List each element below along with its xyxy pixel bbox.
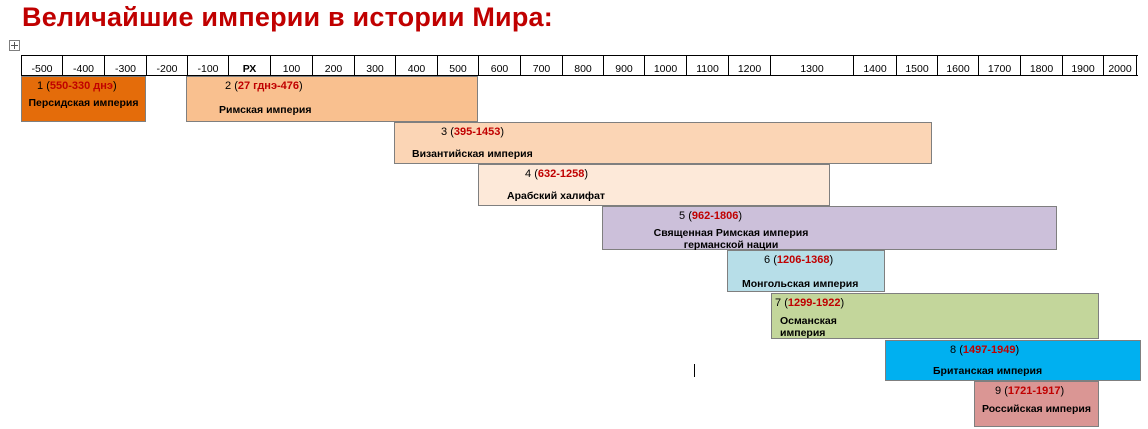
ruler-tick: РХ	[228, 55, 270, 76]
empire-name: Римская империя	[219, 104, 312, 116]
ruler-tick: 1300	[770, 55, 853, 76]
empire-bar-arab-caliphate[interactable]: 4 (632-1258) Арабский халифат	[478, 164, 830, 206]
ruler-tick: 1900	[1062, 55, 1103, 76]
empire-name: Арабский халифат	[507, 190, 606, 202]
empire-bar-roman[interactable]: 2 (27 гднэ-476) Римская империя	[186, 76, 478, 122]
empire-name: Монгольская империя	[742, 278, 859, 290]
text-cursor	[694, 364, 695, 377]
ruler-tick: -500	[21, 55, 62, 76]
empire-bar-holy-roman[interactable]: 5 (962-1806) Священная Римская империя г…	[602, 206, 1057, 251]
ruler-tick: -300	[104, 55, 146, 76]
ruler-tick: -100	[187, 55, 228, 76]
timeline-ruler: -500 -400 -300 -200 -100 РХ 100 200 300 …	[21, 55, 1138, 76]
ruler-tick: -400	[62, 55, 104, 76]
empire-header: 1 (550-330 днэ)	[37, 80, 117, 92]
empire-name: Российская империя	[982, 403, 1091, 415]
ruler-tick: 1200	[728, 55, 770, 76]
empire-bar-byzantine[interactable]: 3 (395-1453) Византийская империя	[394, 122, 932, 164]
ruler-tick: 300	[354, 55, 395, 76]
table-move-handle-icon[interactable]	[9, 40, 20, 51]
empire-header: 3 (395-1453)	[441, 126, 505, 138]
ruler-tick: 100	[270, 55, 312, 76]
empire-bar-ottoman[interactable]: 7 (1299-1922) Османская империя	[771, 293, 1099, 339]
ruler-tick: 2000	[1103, 55, 1137, 76]
empire-name: Османская империя	[780, 315, 837, 339]
empire-name: Персидская империя	[28, 97, 139, 109]
ruler-tick: 800	[562, 55, 603, 76]
empire-header: 5 (962-1806)	[679, 210, 743, 222]
empire-name: Священная Римская империя германской нац…	[653, 227, 809, 251]
empire-header: 9 (1721-1917)	[995, 385, 1065, 397]
page-title: Величайшие империи в истории Мира:	[22, 2, 553, 32]
ruler-tick: 1600	[937, 55, 978, 76]
empire-header: 7 (1299-1922)	[775, 297, 845, 309]
ruler-tick: 1400	[853, 55, 896, 76]
empire-header: 6 (1206-1368)	[764, 254, 834, 266]
empire-name: Византийская империя	[412, 148, 533, 160]
empire-bar-mongol[interactable]: 6 (1206-1368) Монгольская империя	[727, 250, 885, 292]
empire-bar-russian[interactable]: 9 (1721-1917) Российская империя	[974, 381, 1099, 427]
ruler-tick: 1000	[644, 55, 686, 76]
ruler-tick: 1100	[686, 55, 728, 76]
ruler-tick: 500	[437, 55, 478, 76]
ruler-tick: 1700	[978, 55, 1020, 76]
ruler-tick: -200	[146, 55, 187, 76]
empire-header: 8 (1497-1949)	[950, 344, 1020, 356]
ruler-tick: 900	[603, 55, 644, 76]
empire-name: Британская империя	[933, 365, 1043, 377]
ruler-tick: 1800	[1020, 55, 1062, 76]
ruler-tick: 200	[312, 55, 354, 76]
ruler-top-line	[21, 55, 1138, 56]
empire-header: 4 (632-1258)	[525, 168, 589, 180]
empire-bar-persian[interactable]: 1 (550-330 днэ) Персидская империя	[21, 76, 146, 122]
ruler-tick: 700	[520, 55, 562, 76]
empire-header: 2 (27 гднэ-476)	[225, 80, 303, 92]
empire-bar-british[interactable]: 8 (1497-1949) Британская империя	[885, 340, 1141, 381]
ruler-tick: 600	[478, 55, 520, 76]
ruler-tick: 1500	[896, 55, 937, 76]
ruler-tick: 400	[395, 55, 437, 76]
